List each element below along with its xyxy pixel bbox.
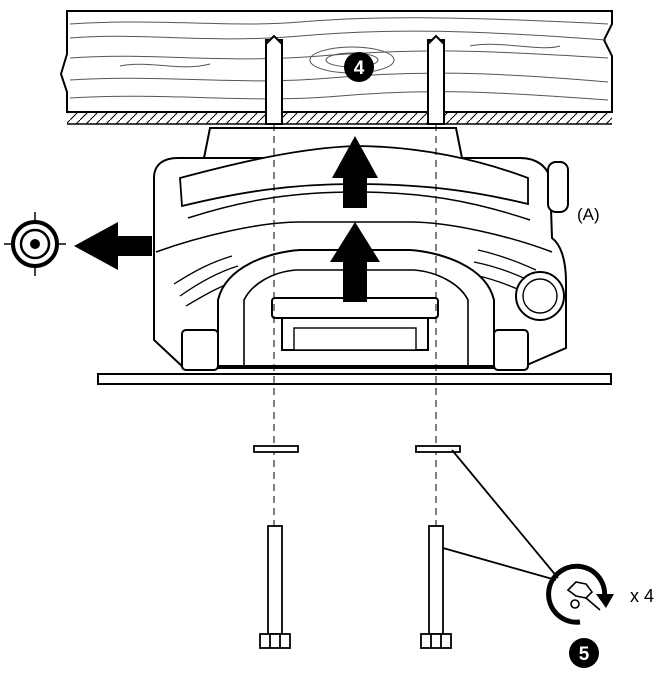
leader-lines <box>442 449 559 581</box>
wooden-board <box>59 10 613 125</box>
washer-left <box>253 445 299 453</box>
washer-right <box>415 445 461 453</box>
mounting-stud-right <box>427 34 445 125</box>
step-4-number: 4 <box>354 58 365 79</box>
bolt-right <box>420 525 452 649</box>
lift-arrow-lower <box>330 222 380 302</box>
base-plate <box>97 373 612 385</box>
wrench-rotate-icon <box>546 563 614 625</box>
pedal-base-assembly <box>153 127 569 371</box>
step-4-badge: 4 <box>344 52 374 82</box>
part-a-label: (A) <box>577 205 600 224</box>
quantity-label: x 4 <box>630 586 654 606</box>
bolt-left <box>259 525 291 649</box>
arrow-left-icon <box>74 222 152 270</box>
step-5-badge: 5 <box>569 638 599 668</box>
crosshair-target-icon <box>4 212 66 276</box>
alignment-lines <box>273 124 437 528</box>
lift-arrow-upper <box>332 136 378 208</box>
step-5-number: 5 <box>579 644 590 665</box>
mounting-stud-left <box>265 34 283 125</box>
